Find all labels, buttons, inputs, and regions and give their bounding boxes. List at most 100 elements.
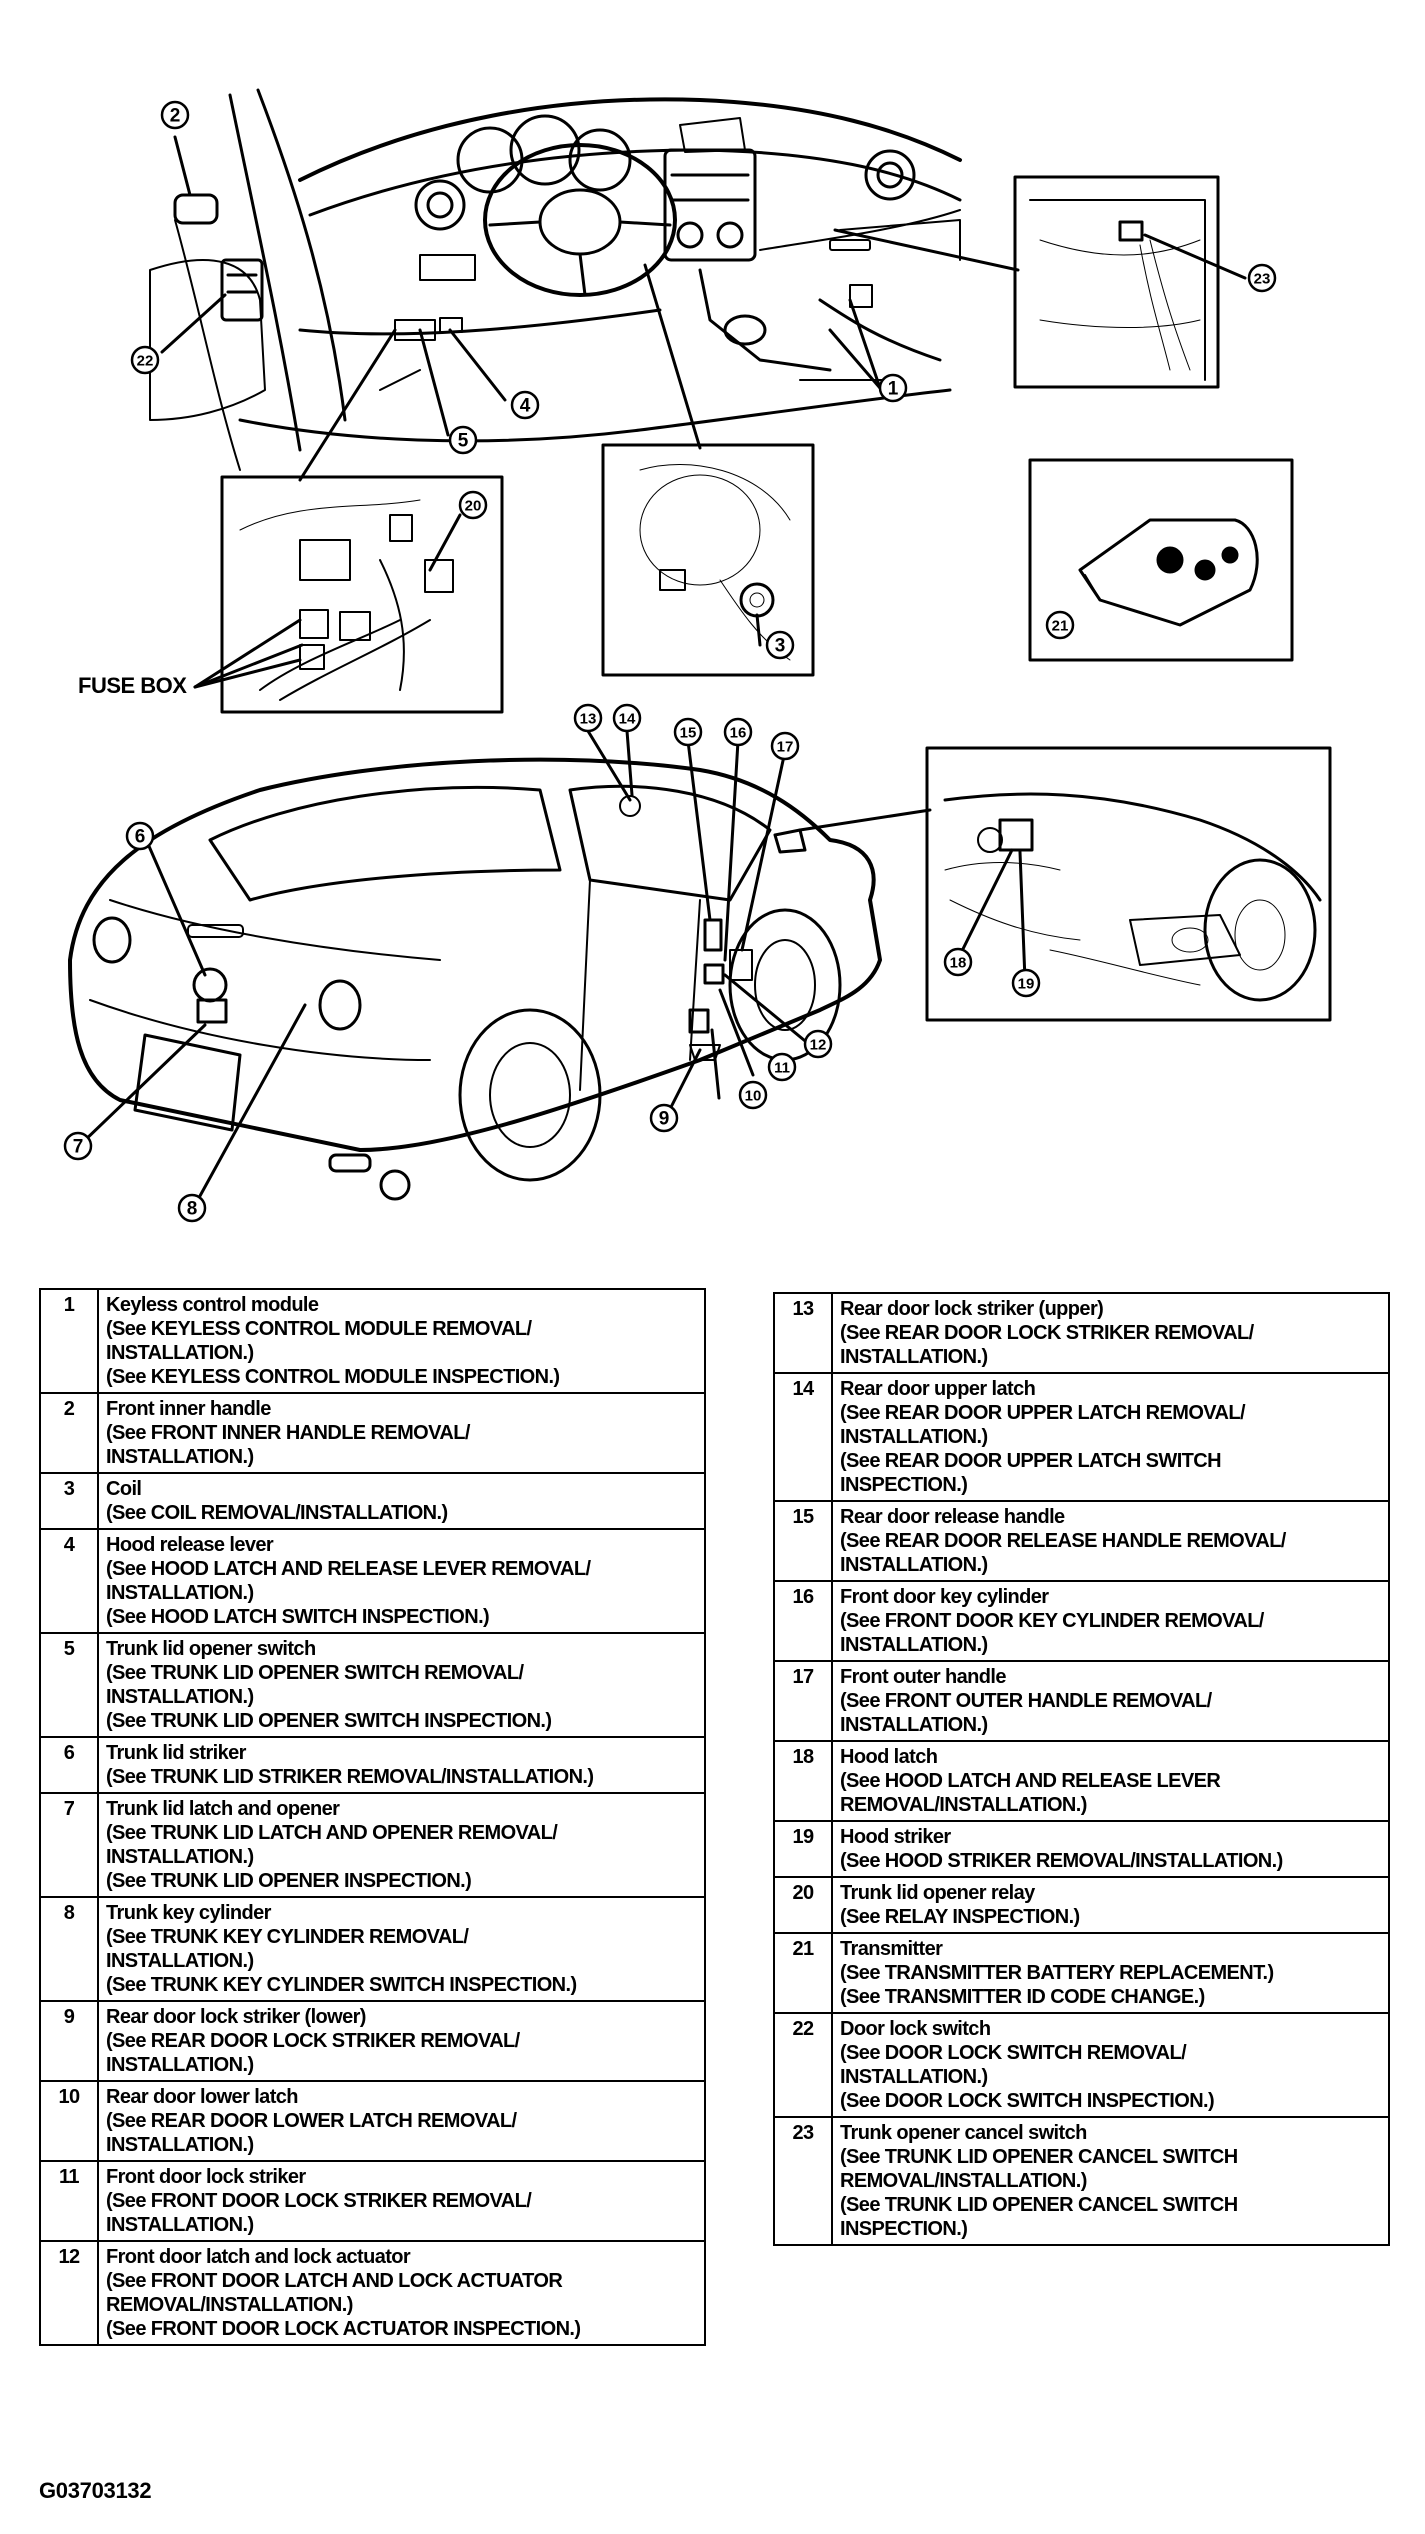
callout-number: 13 <box>580 711 597 728</box>
item-description: Keyless control module(See KEYLESS CONTR… <box>97 1288 706 1394</box>
callout-circle <box>1011 968 1041 998</box>
item-description: Rear door lower latch(See REAR DOOR LOWE… <box>97 2080 706 2162</box>
parts-table-right: 13 Rear door lock striker (upper) (See REA… <box>773 1292 1390 2246</box>
dashboard-view <box>149 88 962 471</box>
callout-14: 14 <box>612 703 642 733</box>
procedure-reference: INSTALLATION.) <box>106 2214 254 2236</box>
callout-number: 20 <box>465 498 482 515</box>
callout-number: 15 <box>680 725 697 742</box>
inset-transmitter <box>1028 458 1294 662</box>
procedure-reference: (See TRANSMITTER ID CODE CHANGE.) <box>840 1986 1205 2008</box>
component-name: Front inner handle <box>106 1398 271 1420</box>
procedure-reference: (See TRUNK LID LATCH AND OPENER REMOVAL/ <box>106 1822 558 1844</box>
callout-17: 17 <box>770 731 800 761</box>
component-name: Keyless control module <box>106 1294 319 1316</box>
top-leader-lines <box>160 135 1247 689</box>
callout-circle <box>803 1029 833 1059</box>
procedure-reference: (See FRONT DOOR LATCH AND LOCK ACTUATOR <box>106 2270 563 2292</box>
component-name: Hood latch <box>840 1746 938 1768</box>
item-number: 8 <box>39 1896 99 2002</box>
callout-circle <box>1045 610 1075 640</box>
callout-circle <box>612 703 642 733</box>
callout-circle <box>673 717 703 747</box>
inset-hood-latch <box>925 746 1332 1022</box>
callout-18: 18 <box>943 947 973 977</box>
component-name: Rear door lock striker (upper) <box>840 1298 1104 1320</box>
callout-6: 6 <box>125 821 155 851</box>
procedure-reference: (See RELAY INSPECTION.) <box>840 1906 1080 1928</box>
item-number: 23 <box>773 2116 833 2246</box>
procedure-reference: INSTALLATION.) <box>840 2066 988 2088</box>
callout-11: 11 <box>767 1052 797 1082</box>
component-name: Trunk key cylinder <box>106 1902 271 1924</box>
component-name: Trunk lid opener relay <box>840 1882 1035 1904</box>
procedure-reference: REMOVAL/INSTALLATION.) <box>840 1794 1087 1816</box>
item-number: 13 <box>773 1292 833 1374</box>
item-number: 15 <box>773 1500 833 1582</box>
callout-circle <box>1247 263 1277 293</box>
callout-circle <box>649 1103 679 1133</box>
callout-3: 3 <box>765 630 795 660</box>
inset-coil <box>601 443 815 677</box>
procedure-reference: (See REAR DOOR RELEASE HANDLE REMOVAL/ <box>840 1530 1286 1552</box>
callout-circle <box>765 630 795 660</box>
procedure-reference: (See REAR DOOR UPPER LATCH REMOVAL/ <box>840 1402 1246 1424</box>
procedure-reference: (See FRONT INNER HANDLE REMOVAL/ <box>106 1422 470 1444</box>
procedure-reference: (See KEYLESS CONTROL MODULE REMOVAL/ <box>106 1318 532 1340</box>
procedure-reference: (See FRONT OUTER HANDLE REMOVAL/ <box>840 1690 1212 1712</box>
callout-circle <box>767 1052 797 1082</box>
procedure-reference: INSTALLATION.) <box>106 1846 254 1868</box>
procedure-reference: (See TRANSMITTER BATTERY REPLACEMENT.) <box>840 1962 1274 1984</box>
procedure-reference: (See FRONT DOOR LOCK STRIKER REMOVAL/ <box>106 2190 532 2212</box>
callout-23: 23 <box>1247 263 1277 293</box>
procedure-reference: INSTALLATION.) <box>840 1346 988 1368</box>
item-number: 11 <box>39 2160 99 2242</box>
component-name: Trunk lid striker <box>106 1742 246 1764</box>
item-number: 4 <box>39 1528 99 1634</box>
item-number: 3 <box>39 1472 99 1530</box>
item-description: Trunk lid striker(See TRUNK LID STRIKER … <box>97 1736 706 1794</box>
component-location-illustration: FUSE BOX 1234567891011121314151617181920… <box>63 88 1332 1223</box>
procedure-reference: (See REAR DOOR UPPER LATCH SWITCH <box>840 1450 1222 1472</box>
callout-19: 19 <box>1011 968 1041 998</box>
callout-13: 13 <box>573 703 603 733</box>
callout-circle <box>510 390 540 420</box>
exterior-view <box>68 757 882 1201</box>
bottom-leader-lines <box>78 729 1027 1207</box>
procedure-reference: REMOVAL/INSTALLATION.) <box>840 2170 1087 2192</box>
callout-number: 7 <box>73 1137 84 1158</box>
component-name: Front door key cylinder <box>840 1586 1049 1608</box>
component-name: Rear door lower latch <box>106 2086 299 2108</box>
callout-circle <box>723 717 753 747</box>
procedure-reference: INSPECTION.) <box>840 2218 968 2240</box>
procedure-reference: (See HOOD LATCH SWITCH INSPECTION.) <box>106 1606 490 1628</box>
callout-circle <box>125 821 155 851</box>
procedure-reference: (See DOOR LOCK SWITCH INSPECTION.) <box>840 2090 1215 2112</box>
item-description: Trunk lid opener relay(See RELAY INSPECT… <box>831 1876 1390 1934</box>
component-name: Rear door release handle <box>840 1506 1065 1528</box>
procedure-reference: (See TRUNK LID OPENER CANCEL SWITCH <box>840 2146 1238 2168</box>
callout-circle <box>738 1080 768 1110</box>
callout-2: 2 <box>160 100 190 130</box>
procedure-reference: (See REAR DOOR LOCK STRIKER REMOVAL/ <box>106 2030 520 2052</box>
item-description: Hood latch(See HOOD LATCH AND RELEASE LE… <box>831 1740 1390 1822</box>
callout-circle <box>573 703 603 733</box>
procedure-reference: (See DOOR LOCK SWITCH REMOVAL/ <box>840 2042 1187 2064</box>
item-number: 7 <box>39 1792 99 1898</box>
callout-15: 15 <box>673 717 703 747</box>
item-number: 19 <box>773 1820 833 1878</box>
procedure-reference: INSTALLATION.) <box>106 1582 254 1604</box>
item-description: Front door lock striker(See FRONT DOOR L… <box>97 2160 706 2242</box>
item-number: 16 <box>773 1580 833 1662</box>
